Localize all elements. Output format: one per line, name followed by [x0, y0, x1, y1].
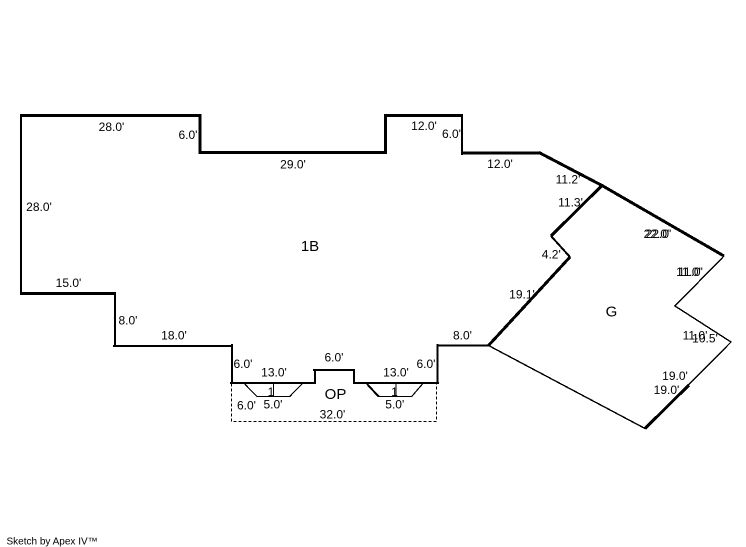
- svg-text:6.0': 6.0': [234, 357, 253, 371]
- svg-text:22.0': 22.0': [644, 227, 670, 241]
- svg-text:5.0': 5.0': [264, 397, 283, 411]
- svg-text:13.0': 13.0': [383, 366, 409, 380]
- svg-text:4.2': 4.2': [542, 248, 561, 262]
- svg-text:12.0': 12.0': [411, 119, 437, 133]
- svg-text:1: 1: [391, 385, 398, 399]
- svg-text:11.0': 11.0': [683, 329, 708, 343]
- svg-text:8.0': 8.0': [119, 314, 138, 328]
- svg-text:22.0': 22.0': [646, 227, 672, 241]
- svg-text:6.0': 6.0': [325, 351, 344, 365]
- svg-text:12.0': 12.0': [487, 157, 513, 171]
- svg-text:32.0': 32.0': [320, 408, 346, 422]
- svg-text:11.2': 11.2': [556, 173, 581, 187]
- svg-text:10.5': 10.5': [692, 332, 718, 346]
- svg-text:11.3': 11.3': [558, 196, 583, 210]
- svg-text:11.0': 11.0': [678, 265, 703, 279]
- svg-text:8.0': 8.0': [453, 329, 472, 343]
- svg-text:13.0': 13.0': [261, 366, 287, 380]
- svg-text:18.0': 18.0': [161, 329, 187, 343]
- svg-text:6.0': 6.0': [417, 357, 436, 371]
- svg-text:19.1': 19.1': [509, 288, 535, 302]
- svg-text:28.0': 28.0': [26, 200, 52, 214]
- svg-text:28.0': 28.0': [99, 120, 125, 134]
- svg-text:6.0': 6.0': [237, 399, 256, 413]
- svg-text:6.0': 6.0': [442, 127, 461, 141]
- svg-text:19.0': 19.0': [662, 369, 688, 383]
- svg-text:29.0': 29.0': [280, 158, 306, 172]
- svg-text:19.0': 19.0': [654, 383, 680, 397]
- svg-text:1: 1: [268, 385, 275, 399]
- svg-text:15.0': 15.0': [56, 276, 82, 290]
- svg-text:11.0': 11.0': [676, 265, 701, 279]
- svg-text:OP: OP: [325, 386, 347, 403]
- svg-text:Sketch by Apex IV™: Sketch by Apex IV™: [7, 537, 98, 547]
- svg-text:6.0': 6.0': [179, 128, 198, 142]
- svg-text:5.0': 5.0': [385, 397, 404, 411]
- svg-text:G: G: [606, 304, 618, 321]
- svg-text:1B: 1B: [301, 238, 319, 255]
